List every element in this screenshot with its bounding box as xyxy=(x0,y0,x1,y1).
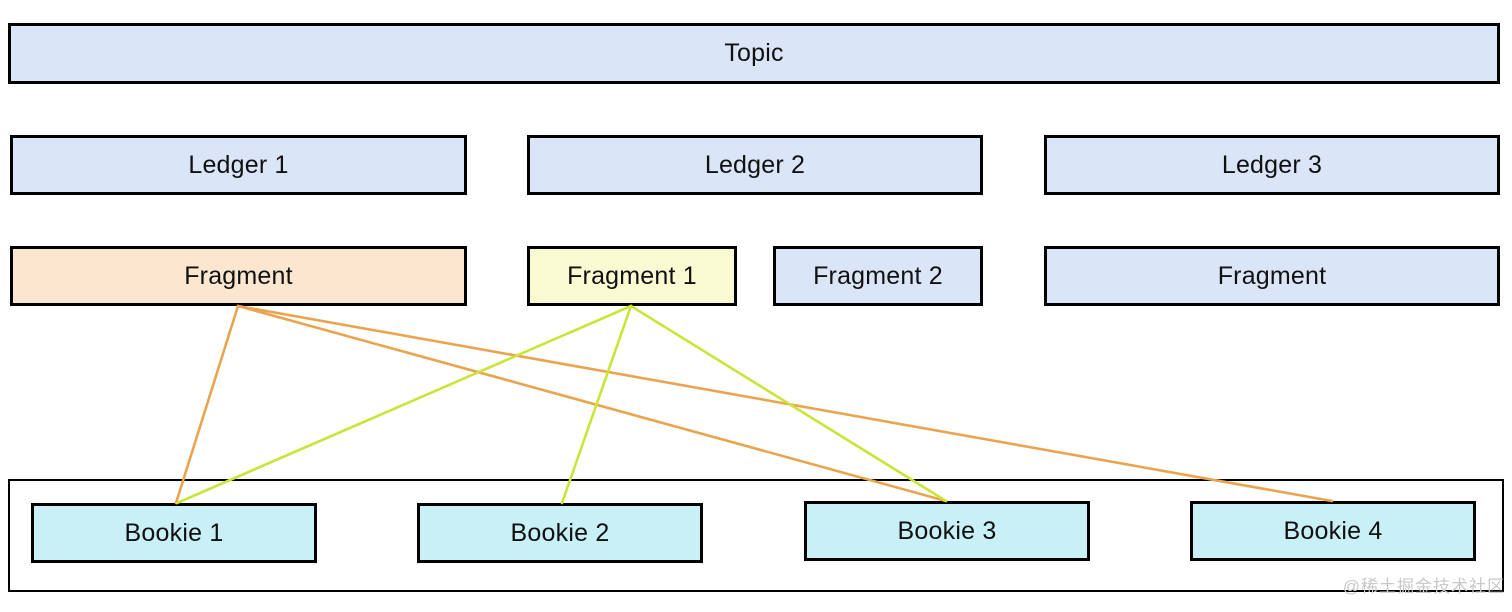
bookie-2-box: Bookie 2 xyxy=(417,503,703,563)
fragment-1-label: Fragment 1 xyxy=(567,261,697,290)
edge-fragment1-to-bookie1 xyxy=(175,304,633,505)
bookie-4-box: Bookie 4 xyxy=(1190,501,1476,561)
fragment-1-box: Fragment 1 xyxy=(527,246,737,306)
fragment-ledger1-label: Fragment xyxy=(184,261,293,290)
bookie-2-label: Bookie 2 xyxy=(510,518,610,547)
bookie-1-box: Bookie 1 xyxy=(31,503,317,563)
edge-fragment1-to-bookie2 xyxy=(560,304,633,505)
topic-label: Topic xyxy=(724,39,784,67)
fragment-ledger1-box: Fragment xyxy=(10,246,467,306)
ledger-2-label: Ledger 2 xyxy=(704,150,806,179)
fragment-2-box: Fragment 2 xyxy=(773,246,983,306)
watermark-text: @稀土掘金技术社区 xyxy=(1342,577,1505,596)
edge-fragment-ledger1-to-bookie4 xyxy=(236,304,1334,503)
ledger-1-box: Ledger 1 xyxy=(10,135,467,195)
edge-fragment-ledger1-to-bookie1 xyxy=(174,304,240,505)
fragment-ledger3-label: Fragment xyxy=(1217,261,1327,290)
ledger-3-label: Ledger 3 xyxy=(1221,150,1323,179)
bookie-4-label: Bookie 4 xyxy=(1283,516,1383,545)
bookie-3-label: Bookie 3 xyxy=(897,516,997,545)
fragment-ledger3-box: Fragment xyxy=(1044,246,1500,306)
bookie-3-box: Bookie 3 xyxy=(804,501,1090,561)
topic-box: Topic xyxy=(8,23,1500,84)
ledger-1-label: Ledger 1 xyxy=(188,150,289,179)
edge-fragment-ledger1-to-bookie3 xyxy=(236,304,948,503)
ledger-3-box: Ledger 3 xyxy=(1044,135,1500,195)
edge-fragment1-to-bookie3 xyxy=(629,304,948,503)
bookie-1-label: Bookie 1 xyxy=(124,518,224,547)
fragment-2-label: Fragment 2 xyxy=(813,261,943,290)
ledger-2-box: Ledger 2 xyxy=(527,135,983,195)
